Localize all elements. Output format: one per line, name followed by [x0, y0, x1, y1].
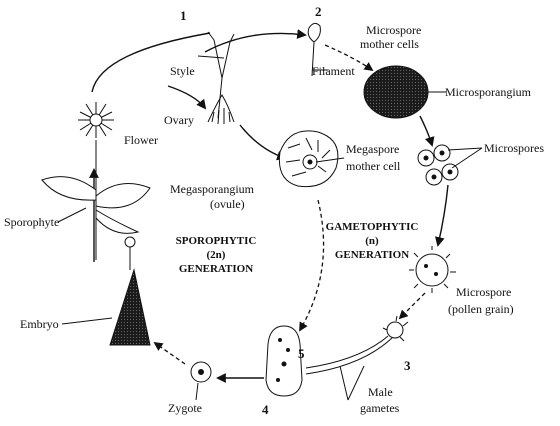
label-megasporangium-2: (ovule) — [210, 197, 245, 211]
label-microspore-pollen-1: Microspore — [456, 285, 511, 299]
stage-number-4: 4 — [262, 402, 269, 417]
label-zygote: Zygote — [168, 401, 202, 415]
stage-number-3: 3 — [404, 358, 411, 373]
label-microspore-mother-cells-2: mother cells — [360, 37, 419, 51]
embryo-illustration — [62, 237, 150, 345]
sporophytic-generation-line-1: SPOROPHYTIC — [176, 235, 257, 247]
microspores-illustration — [418, 145, 482, 185]
gametophytic-generation-line-3: GENERATION — [335, 249, 409, 261]
label-flower: Flower — [124, 133, 158, 147]
megasporangium-illustration — [279, 131, 344, 187]
stage-number-1: 1 — [180, 8, 187, 23]
label-filament: Filament — [312, 64, 355, 78]
zygote-illustration — [191, 362, 211, 400]
gametophytic-generation-line-2: (n) — [365, 235, 379, 247]
label-microspore-mother-cells-1: Microspore — [366, 23, 421, 37]
sporophytic-generation-line-2: (2n) — [207, 249, 226, 261]
label-megaspore-mother-cell-1: Megaspore — [346, 142, 399, 156]
pollen-grain-illustration — [409, 246, 456, 293]
germinating-pollen-illustration — [306, 316, 408, 374]
stage-number-5: 5 — [298, 346, 305, 361]
label-microspores: Microspores — [484, 141, 544, 155]
sporophytic-generation-line-3: GENERATION — [179, 263, 253, 275]
label-male-gametes-2: gametes — [360, 401, 400, 415]
flower-plant-illustration — [42, 102, 150, 260]
label-sporophyte: Sporophyte — [4, 215, 59, 229]
label-embryo: Embryo — [20, 317, 59, 331]
label-megaspore-mother-cell-2: mother cell — [346, 159, 401, 173]
label-male-gametes-1: Male — [368, 385, 393, 399]
label-megasporangium-1: Megasporangium — [170, 182, 255, 196]
label-microspore-pollen-2: (pollen grain) — [448, 302, 514, 316]
stage-number-2: 2 — [315, 4, 322, 19]
gametophytic-generation-line-1: GAMETOPHYTIC — [326, 221, 419, 233]
label-style: Style — [170, 64, 195, 78]
microsporangium-illustration — [364, 66, 446, 118]
label-ovary: Ovary — [164, 113, 194, 127]
pistil-illustration — [198, 32, 234, 124]
label-microsporangium: Microsporangium — [445, 85, 532, 99]
